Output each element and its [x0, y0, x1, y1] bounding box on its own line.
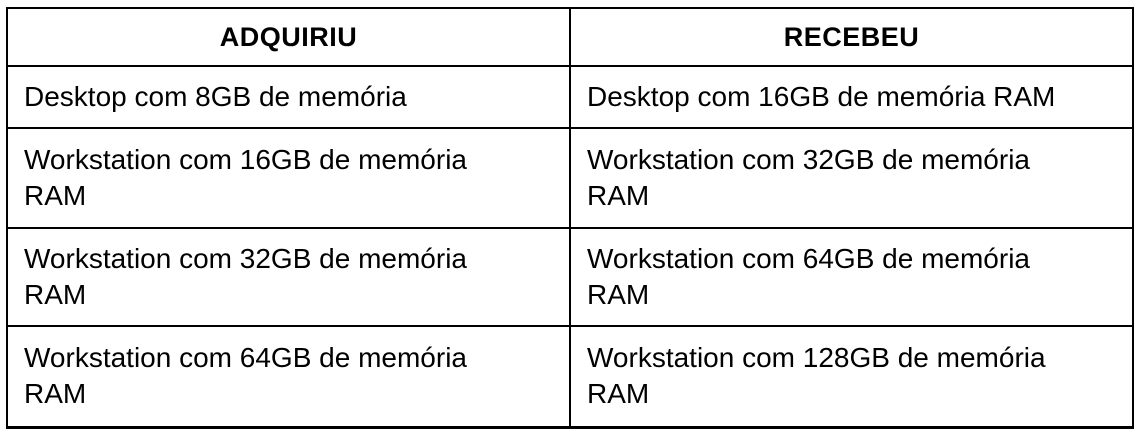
- cell-text: Workstation com 32GB de memória RAM: [24, 243, 467, 310]
- table-container: ADQUIRIU RECEBEU Desktop com 8GB de memó…: [6, 7, 1134, 429]
- header-cell-recebeu: RECEBEU: [569, 7, 1134, 67]
- cell-recebeu: Workstation com 128GB de memória RAM: [569, 325, 1134, 428]
- cell-text: Desktop com 16GB de memória RAM: [587, 81, 1056, 112]
- cell-adquiriu: Workstation com 32GB de memória RAM: [6, 227, 571, 327]
- table-row: Workstation com 16GB de memória RAM Work…: [6, 127, 1134, 229]
- table-header: ADQUIRIU RECEBEU: [6, 7, 1134, 67]
- cell-text: Workstation com 64GB de memória RAM: [587, 243, 1030, 310]
- table-row: Workstation com 64GB de memória RAM Work…: [6, 325, 1134, 428]
- cell-recebeu: Workstation com 64GB de memória RAM: [569, 227, 1134, 327]
- table-body: Desktop com 8GB de memória Desktop com 1…: [6, 65, 1134, 428]
- table-row: Desktop com 8GB de memória Desktop com 1…: [6, 65, 1134, 129]
- cell-text: Workstation com 64GB de memória RAM: [24, 342, 467, 410]
- cell-text: Workstation com 128GB de memória RAM: [587, 342, 1046, 410]
- cell-recebeu: Workstation com 32GB de memória RAM: [569, 127, 1134, 229]
- cell-text: Workstation com 32GB de memória RAM: [587, 144, 1030, 211]
- cell-recebeu: Desktop com 16GB de memória RAM: [569, 65, 1134, 129]
- cell-text: Desktop com 8GB de memória: [24, 81, 407, 112]
- cell-adquiriu: Desktop com 8GB de memória: [6, 65, 571, 129]
- header-row: ADQUIRIU RECEBEU: [6, 7, 1134, 67]
- header-cell-adquiriu: ADQUIRIU: [6, 7, 571, 67]
- cell-text: Workstation com 16GB de memória RAM: [24, 144, 467, 211]
- cell-adquiriu: Workstation com 64GB de memória RAM: [6, 325, 571, 428]
- table-row: Workstation com 32GB de memória RAM Work…: [6, 227, 1134, 327]
- memory-upgrade-table: ADQUIRIU RECEBEU Desktop com 8GB de memó…: [6, 7, 1134, 429]
- cell-adquiriu: Workstation com 16GB de memória RAM: [6, 127, 571, 229]
